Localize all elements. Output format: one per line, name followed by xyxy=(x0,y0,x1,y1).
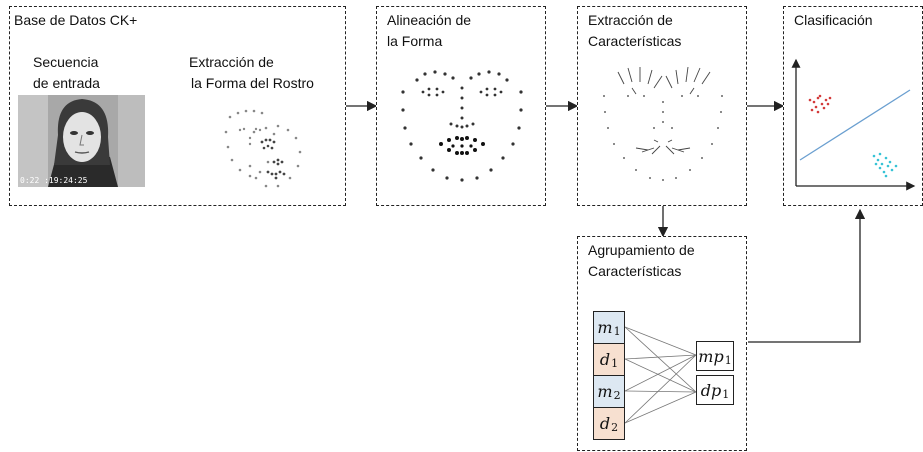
classification-title: Clasificación xyxy=(794,12,873,28)
class-b-points xyxy=(872,152,898,178)
feature-extraction-label-line2: Características xyxy=(588,33,682,49)
alignment-label-line1: Alineación de xyxy=(387,12,472,28)
arrow-group-to-clasif xyxy=(748,208,866,343)
feature-extraction-box: Extracción de Características xyxy=(577,6,747,206)
grouping-label-line2: Características xyxy=(588,263,682,279)
decision-boundary xyxy=(799,89,911,161)
video-timestamp: 0:22 :19:24:25 xyxy=(20,176,88,185)
sequence-label-line1: Secuencia xyxy=(33,54,99,70)
sequence-label-line2: de entrada xyxy=(33,75,100,91)
aligned-face-landmarks xyxy=(401,70,523,182)
classification-box: Clasificación xyxy=(783,6,923,206)
feature-extraction-label-line1: Extracción de xyxy=(588,12,673,28)
database-title: Base de Datos CK+ xyxy=(14,12,138,28)
shape-extraction-label-line2: la Forma del Rostro xyxy=(191,75,314,91)
database-box: Base de Datos CK+ Secuencia de entrada 0… xyxy=(9,6,346,206)
shape-alignment-box: Alineación de la Forma xyxy=(376,6,546,206)
class-a-points xyxy=(808,94,832,114)
grouping-connections xyxy=(624,326,697,424)
face-photo-image xyxy=(18,95,145,187)
classification-scatter-plot xyxy=(791,58,916,191)
shape-extraction-label-line1: Extracción de xyxy=(189,54,274,70)
grouping-label-line1: Agrupamiento de xyxy=(588,242,695,258)
alignment-label-line2: la Forma xyxy=(387,33,443,49)
input-face-photo: 0:22 :19:24:25 xyxy=(18,95,145,187)
motion-vectors-face xyxy=(603,66,723,181)
overlapping-face-shapes xyxy=(224,109,302,188)
